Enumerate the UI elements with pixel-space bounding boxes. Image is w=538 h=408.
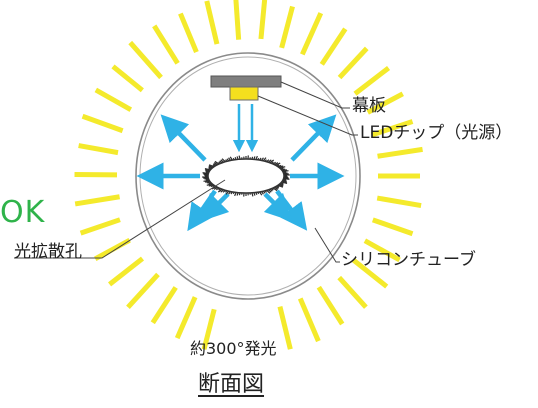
light-ray xyxy=(111,64,144,93)
diffuser-hole-ellipse xyxy=(207,158,285,194)
light-ray xyxy=(258,0,268,40)
light-ray xyxy=(81,113,124,134)
light-ray xyxy=(233,0,242,40)
light-ray xyxy=(316,285,345,326)
diffuser-texture-tick xyxy=(281,181,288,184)
light-ray xyxy=(108,256,145,287)
leader-led xyxy=(257,95,358,136)
diffuser-texture-tick xyxy=(203,179,210,182)
light-ray xyxy=(150,286,178,325)
light-ray xyxy=(353,65,391,96)
light-ray xyxy=(201,308,217,350)
light-ray xyxy=(337,275,368,309)
light-ray xyxy=(370,119,414,138)
light-arrow xyxy=(263,192,293,222)
label-diffuser-hole: 光拡散孔 xyxy=(14,242,82,262)
leader-makuita xyxy=(280,81,350,109)
light-ray xyxy=(128,40,163,80)
leader-diffuser xyxy=(14,179,226,259)
leader-tube xyxy=(314,227,340,263)
light-arrow xyxy=(290,114,337,162)
partial-ok-text: OK xyxy=(0,195,46,230)
baffle-board xyxy=(210,75,282,88)
label-section-view: 断面図 xyxy=(198,372,265,397)
light-ray xyxy=(297,297,321,343)
light-ray xyxy=(152,24,180,65)
label-led-chip: LEDチップ（光源） xyxy=(360,123,513,143)
light-ray xyxy=(300,12,324,56)
diffuser-texture-tick xyxy=(204,168,211,171)
light-ray xyxy=(178,12,199,54)
light-ray xyxy=(94,237,131,262)
led-chip xyxy=(229,86,259,101)
diffuser-texture-tick xyxy=(282,170,289,173)
diffuser-texture-tick xyxy=(202,172,209,174)
light-ray xyxy=(377,146,423,159)
light-ray xyxy=(94,87,133,112)
light-direction-arrows xyxy=(136,104,345,232)
leader-lines xyxy=(14,81,358,263)
diffuser-hole xyxy=(202,155,290,197)
diffuser-texture-tick xyxy=(283,178,290,180)
light-ray xyxy=(366,91,404,115)
light-ray xyxy=(74,194,120,207)
light-ray xyxy=(376,195,422,209)
light-ray xyxy=(319,27,348,66)
light-arrow xyxy=(160,114,207,162)
light-ray xyxy=(78,143,119,156)
label-baffle-board: 幕板 xyxy=(352,96,386,116)
label-silicone-tube: シリコンチューブ xyxy=(341,250,476,270)
label-emission-angle: 約300°発光 xyxy=(190,339,277,358)
light-ray xyxy=(352,258,389,289)
light-arrow xyxy=(200,192,230,222)
light-ray xyxy=(79,217,121,236)
light-ray xyxy=(363,238,401,263)
light-ray xyxy=(204,0,220,45)
light-ray xyxy=(337,46,369,80)
light-ray xyxy=(277,306,293,350)
light-ray xyxy=(174,296,198,340)
light-rays xyxy=(74,0,423,350)
light-ray xyxy=(279,5,295,49)
light-ray xyxy=(371,217,414,237)
light-ray xyxy=(126,272,160,309)
